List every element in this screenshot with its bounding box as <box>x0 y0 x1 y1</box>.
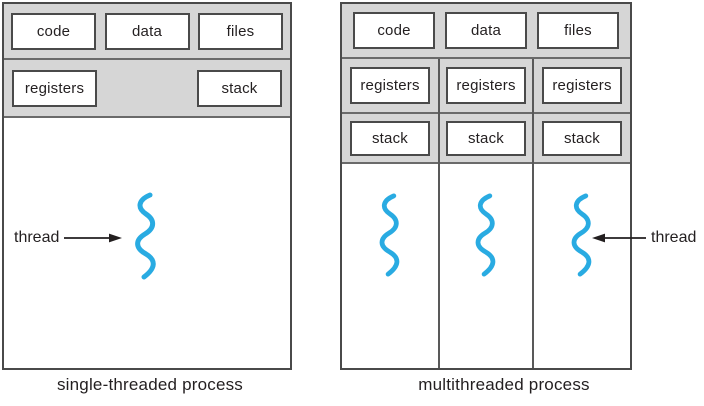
code-label: code <box>36 22 71 40</box>
left-thread-annotation: thread <box>14 228 123 248</box>
stack-cell: stack <box>440 114 532 164</box>
thread-area-1 <box>342 164 438 368</box>
thread-column-1: registers stack <box>342 59 440 368</box>
left-panel-caption: single-threaded process <box>56 375 244 394</box>
thread-wave-icon <box>571 193 592 277</box>
left-memory-row: code data files <box>4 4 290 60</box>
stack-label: stack <box>221 79 258 97</box>
stack-box: stack <box>197 69 282 107</box>
stack-label: stack <box>467 129 504 147</box>
stack-cell: stack <box>342 114 438 164</box>
single-threaded-process-panel: code data files registers stack <box>2 2 292 370</box>
files-label: files <box>226 22 255 40</box>
thread-label: thread <box>14 229 60 246</box>
data-label: data <box>132 22 162 40</box>
stack-label: stack <box>563 129 600 147</box>
stack-box: stack <box>350 120 430 156</box>
arrow-left-icon <box>592 233 646 243</box>
thread-area-3 <box>534 164 630 368</box>
stack-box: stack <box>446 120 526 156</box>
thread-column-3: registers stack <box>534 59 630 368</box>
thread-area-2 <box>440 164 532 368</box>
registers-box: registers <box>446 67 526 104</box>
files-box: files <box>537 12 619 49</box>
code-box: code <box>11 12 96 50</box>
registers-cell: registers <box>342 59 438 114</box>
right-memory-row: code data files <box>342 4 630 59</box>
registers-label: registers <box>552 77 612 94</box>
files-label: files <box>564 22 592 39</box>
registers-label: registers <box>360 77 420 94</box>
registers-cell: registers <box>534 59 630 114</box>
left-registers-stack-row: registers stack <box>4 60 290 118</box>
thread-column-2: registers stack <box>440 59 534 368</box>
stack-cell: stack <box>534 114 630 164</box>
data-box: data <box>104 12 190 50</box>
registers-label: registers <box>456 77 516 94</box>
code-label: code <box>377 22 411 39</box>
multithreaded-process-panel: code data files registers stack <box>340 2 632 370</box>
thread-label: thread <box>651 229 697 246</box>
registers-box: registers <box>12 69 97 107</box>
thread-wave-icon <box>475 193 496 277</box>
left-thread-area <box>4 118 290 368</box>
registers-box: registers <box>350 67 430 104</box>
registers-box: registers <box>542 67 622 104</box>
right-thread-annotation: thread <box>592 228 696 248</box>
thread-wave-icon <box>135 192 156 280</box>
registers-cell: registers <box>440 59 532 114</box>
data-label: data <box>471 22 501 39</box>
thread-columns: registers stack registers <box>342 59 630 368</box>
thread-wave-icon <box>379 193 400 277</box>
data-box: data <box>445 12 527 49</box>
files-box: files <box>198 12 283 50</box>
right-panel-caption: multithreaded process <box>418 375 590 394</box>
registers-label: registers <box>24 79 85 97</box>
arrow-right-icon <box>64 233 123 243</box>
code-box: code <box>353 12 435 49</box>
stack-label: stack <box>371 129 408 147</box>
stack-box: stack <box>542 120 622 156</box>
